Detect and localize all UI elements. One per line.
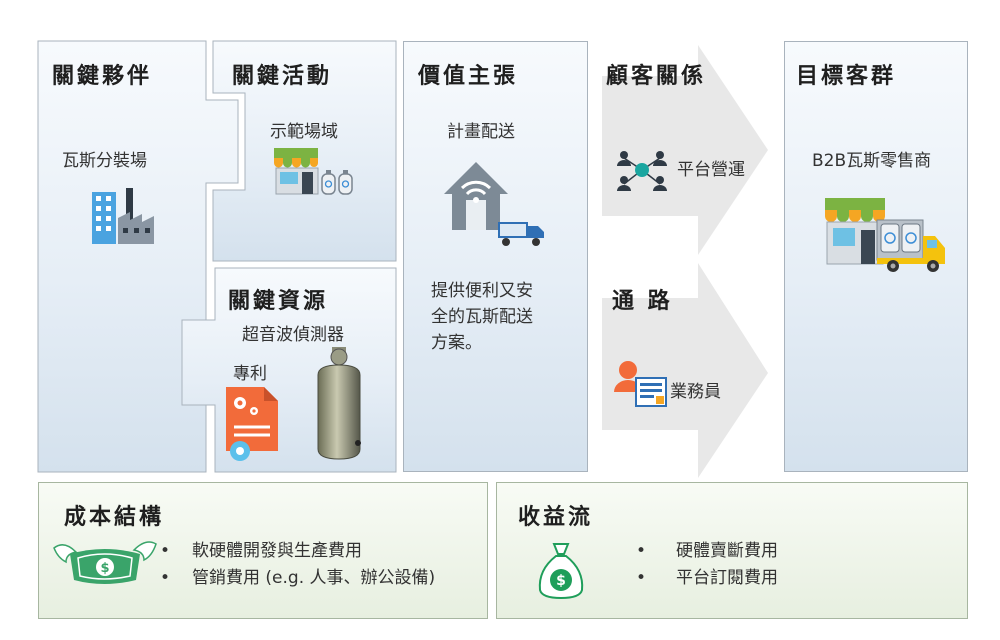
factory-icon [92,188,154,244]
channels-item: 業務員 [670,382,721,402]
key-partners-title: 關鍵夥伴 [52,64,153,89]
store-with-gas-delivery-truck-icon [825,198,945,272]
revenue-item: 平台訂閱費用 [636,565,778,592]
key-activities-title: 關鍵活動 [232,64,333,89]
money-bag-icon: $ [538,543,584,600]
key-partners-box [37,40,239,473]
cost-structure-title: 成本結構 [64,505,165,530]
storefront-with-gas-cylinders-icon [274,148,353,195]
patent-document-icon [226,387,278,461]
delivery-truck-icon [498,222,544,246]
gas-cylinder-icon [317,347,361,460]
relationship-arrow [602,45,768,255]
network-people-icon [617,151,667,191]
svg-text:$: $ [556,573,566,589]
key-resources-title: 關鍵資源 [228,289,329,314]
key-activities-item: 示範場域 [270,122,338,142]
cost-structure-list: 軟硬體開發與生產費用 管銷費用 (e.g. 人事、辦公設備) [160,538,435,592]
customer-segments-title: 目標客群 [796,64,897,89]
salesperson-icon [614,361,667,407]
cost-item: 管銷費用 (e.g. 人事、辦公設備) [160,565,435,592]
value-proposition-box [403,41,588,472]
value-proposition-desc-line-3: 方案。 [431,333,482,353]
customer-relationships-title: 顧客關係 [606,64,707,89]
value-proposition-desc-line-1: 提供便利又安 [431,281,533,301]
key-partners-item: 瓦斯分裝場 [62,151,147,171]
svg-text:$: $ [100,561,109,576]
value-proposition-desc-line-2: 全的瓦斯配送 [431,307,533,327]
value-proposition-item: 計畫配送 [447,122,515,142]
customer-relationships-item: 平台營運 [677,160,745,180]
revenue-streams-title: 收益流 [518,505,594,530]
value-proposition-title: 價值主張 [418,64,519,89]
customer-segments-item: B2B瓦斯零售商 [812,151,932,171]
flying-money-icon: $ [53,541,157,584]
channel-arrow [602,263,768,478]
key-resources-item-ultrasonic: 超音波偵測器 [242,325,344,345]
revenue-item: 硬體賣斷費用 [636,538,778,565]
revenue-streams-list: 硬體賣斷費用 平台訂閱費用 [636,538,778,592]
key-resources-item-patent: 專利 [233,364,267,384]
smart-home-icon [444,162,544,246]
cost-item: 軟硬體開發與生產費用 [160,538,435,565]
channels-title: 通 路 [612,289,673,314]
